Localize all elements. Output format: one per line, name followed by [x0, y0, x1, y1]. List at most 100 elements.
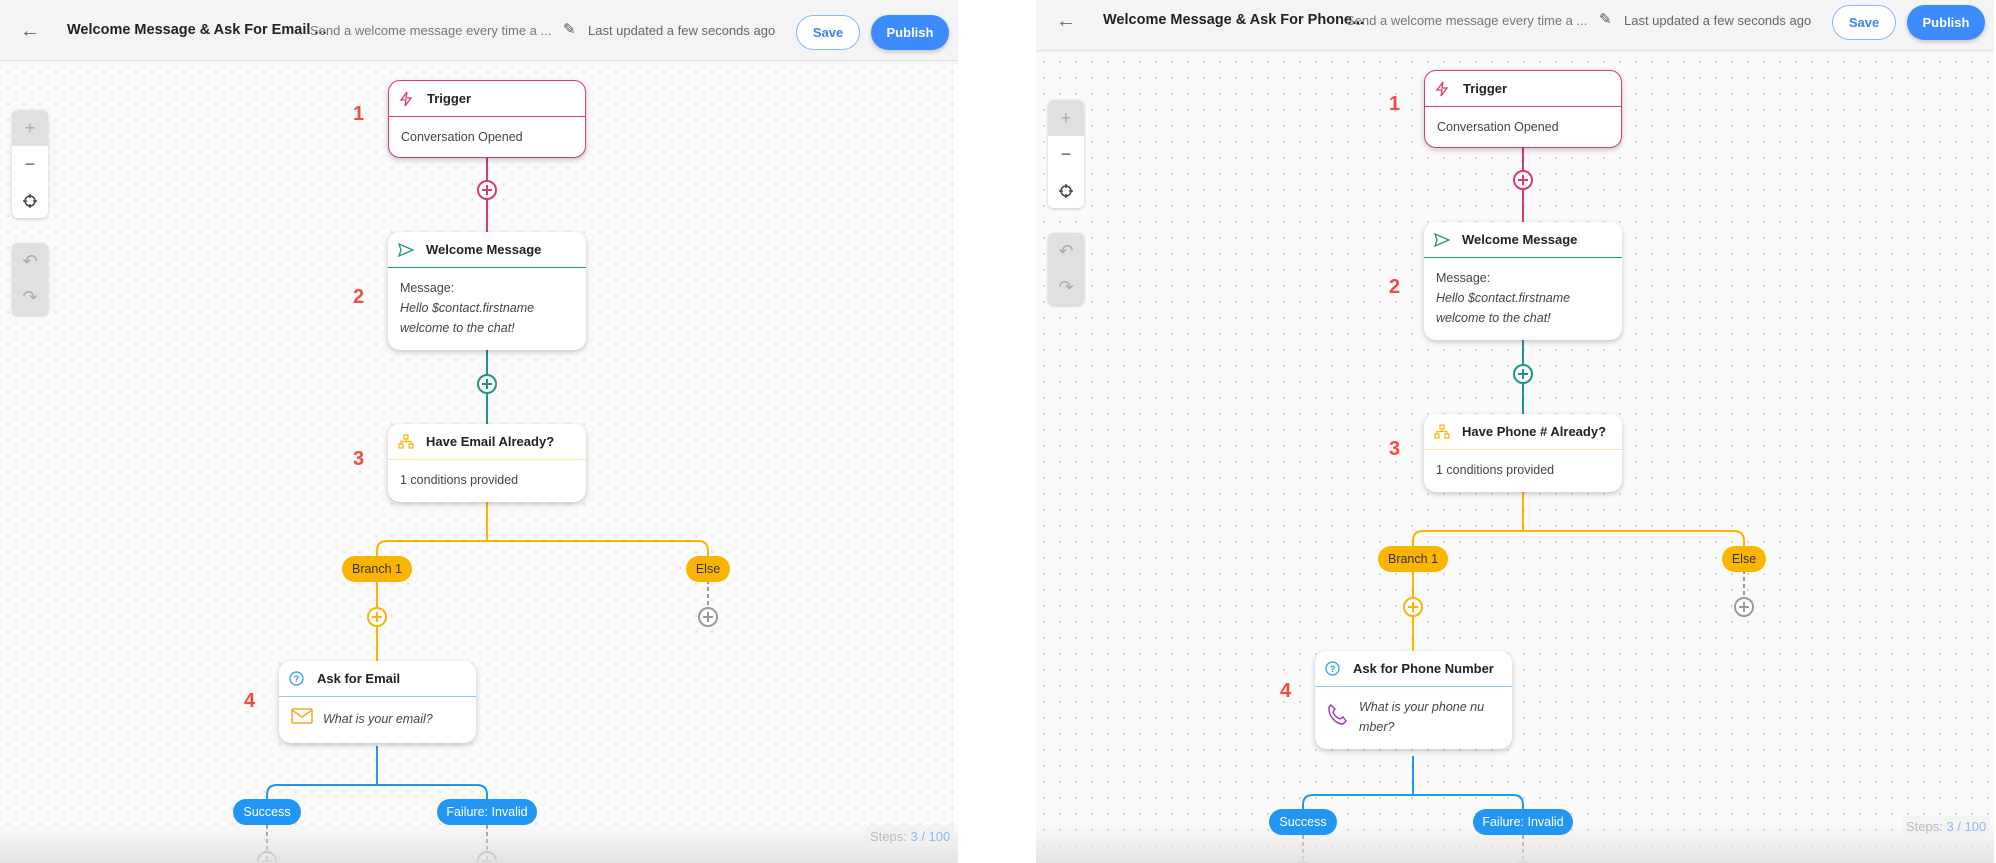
node-title: Welcome Message: [426, 242, 542, 257]
workflow-title[interactable]: Welcome Message & Ask For Phone...: [1103, 12, 1365, 28]
message-line: welcome to the chat!: [400, 321, 515, 335]
add-step-button[interactable]: [477, 180, 497, 200]
node-title: Welcome Message: [1462, 232, 1578, 247]
node-body: Conversation Opened: [401, 130, 523, 144]
crosshair-icon: [1059, 184, 1073, 199]
ask-question-node[interactable]: ?Ask for Email What is your email?: [279, 661, 476, 743]
add-step-button[interactable]: [367, 607, 387, 627]
condition-node[interactable]: Have Phone # Already? 1 conditions provi…: [1424, 414, 1622, 492]
history-controls: ↶ ↷: [12, 243, 48, 315]
svg-text:?: ?: [1330, 664, 1336, 674]
message-line: Hello $contact.firstname: [1436, 291, 1571, 305]
add-step-button[interactable]: [698, 607, 718, 627]
redo-button[interactable]: ↷: [1048, 269, 1084, 305]
connectors-upper: [367, 158, 718, 661]
flow-builder-panel: ← Welcome Message & Ask For Phone... Sen…: [1036, 0, 1994, 863]
save-button[interactable]: Save: [1832, 5, 1896, 40]
last-updated-status: Last updated a few seconds ago: [1624, 13, 1812, 28]
zoom-controls: + −: [1048, 100, 1084, 208]
pencil-icon[interactable]: ✎: [1599, 11, 1612, 28]
lightning-icon: [1435, 81, 1455, 97]
trigger-node[interactable]: Trigger Conversation Opened: [1424, 70, 1622, 148]
last-updated-status: Last updated a few seconds ago: [588, 23, 776, 38]
add-step-button[interactable]: [1513, 170, 1533, 190]
question-text: What is your phone number?: [1359, 700, 1485, 734]
failure-branch-label[interactable]: Failure: Invalid: [1473, 809, 1573, 835]
steps-counter: Steps: 3 / 100: [866, 826, 955, 847]
redo-icon: ↷: [1058, 277, 1074, 297]
redo-button[interactable]: ↷: [12, 279, 48, 315]
undo-button[interactable]: ↶: [12, 243, 48, 279]
welcome-message-node[interactable]: Welcome Message Message: Hello $contact.f…: [1424, 222, 1622, 340]
redo-icon: ↷: [22, 287, 38, 307]
pencil-icon[interactable]: ✎: [563, 21, 576, 38]
zoom-in-button[interactable]: +: [1048, 100, 1084, 136]
zoom-in-button[interactable]: +: [12, 110, 48, 146]
send-icon: [398, 242, 418, 257]
undo-button[interactable]: ↶: [1048, 233, 1084, 269]
lightning-icon: [399, 91, 419, 107]
add-step-button[interactable]: [477, 851, 497, 863]
ask-question-node[interactable]: ? Ask for Phone Number What is your phone…: [1315, 651, 1512, 749]
back-button[interactable]: ←: [1056, 10, 1076, 32]
editor-header: ← Welcome Message & Ask For Phone... Sen…: [1036, 0, 1994, 51]
success-branch-label[interactable]: Success: [233, 799, 301, 825]
workflow-title[interactable]: Welcome Message & Ask For Email ...: [67, 22, 327, 38]
add-step-button[interactable]: [1734, 597, 1754, 617]
recenter-button[interactable]: [1048, 172, 1084, 208]
steps-value: 3 / 100: [910, 829, 951, 844]
node-body: 1 conditions provided: [1436, 463, 1555, 477]
sitemap-icon: [1434, 424, 1454, 439]
else-branch-label[interactable]: Else: [1722, 546, 1766, 572]
node-title: Trigger: [1463, 81, 1508, 96]
add-step-button[interactable]: [257, 851, 277, 863]
connectors-upper: [1403, 148, 1754, 651]
else-branch-label[interactable]: Else: [686, 556, 730, 582]
recenter-button[interactable]: [12, 182, 48, 218]
message-label: Message:: [400, 281, 455, 295]
node-title: Ask for Phone Number: [1353, 661, 1494, 676]
node-title: Have Phone # Already?: [1462, 424, 1607, 439]
success-branch-label[interactable]: Success: [1269, 809, 1337, 835]
node-title: Have Email Already?: [426, 434, 555, 449]
message-label: Message:: [1436, 271, 1491, 285]
question-text: What is your email?: [323, 712, 433, 726]
node-title: Trigger: [427, 91, 472, 106]
back-button[interactable]: ←: [20, 20, 40, 42]
envelope-icon: [291, 707, 313, 731]
workflow-description[interactable]: Send a welcome message every time a ...: [1346, 13, 1588, 28]
zoom-out-button[interactable]: −: [24, 154, 36, 174]
history-controls: ↶ ↷: [1048, 233, 1084, 305]
flow-builder-panel: ← Welcome Message & Ask For Email ... Se…: [0, 0, 958, 863]
step-number: 3: [1389, 438, 1401, 460]
workflow-description[interactable]: Send a welcome message every time a ...: [310, 23, 552, 38]
zoom-out-button[interactable]: −: [1060, 144, 1072, 164]
question-circle-icon: ?: [1325, 661, 1345, 676]
step-number: 4: [1280, 680, 1292, 702]
steps-value: 3 / 100: [1946, 819, 1987, 834]
welcome-message-node[interactable]: Welcome Message Message:Hello $contact.f…: [388, 232, 586, 350]
publish-button[interactable]: Publish: [871, 15, 949, 50]
save-button[interactable]: Save: [796, 15, 860, 50]
editor-header: ← Welcome Message & Ask For Email ... Se…: [0, 0, 958, 61]
step-number: 1: [353, 103, 365, 125]
trigger-node[interactable]: Trigger Conversation Opened: [388, 80, 586, 158]
step-number: 3: [353, 448, 365, 470]
add-step-button[interactable]: [1403, 597, 1423, 617]
step-number: 2: [1389, 276, 1401, 298]
phone-icon: [1327, 703, 1349, 731]
sitemap-icon: [398, 434, 418, 449]
branch-1-label[interactable]: Branch 1: [342, 556, 412, 582]
svg-text:?: ?: [294, 674, 300, 684]
undo-icon: ↶: [1058, 241, 1074, 261]
step-number: 1: [1389, 93, 1401, 115]
publish-button[interactable]: Publish: [1907, 5, 1985, 40]
message-line: welcome to the chat!: [1436, 311, 1551, 325]
branch-1-label[interactable]: Branch 1: [1378, 546, 1448, 572]
failure-branch-label[interactable]: Failure: Invalid: [437, 799, 537, 825]
add-step-button[interactable]: [1513, 364, 1533, 384]
add-step-button[interactable]: [477, 374, 497, 394]
condition-node[interactable]: Have Email Already? 1 conditions provide…: [388, 424, 586, 502]
steps-counter: Steps: 3 / 100: [1902, 816, 1991, 837]
node-body: Conversation Opened: [1437, 120, 1559, 134]
